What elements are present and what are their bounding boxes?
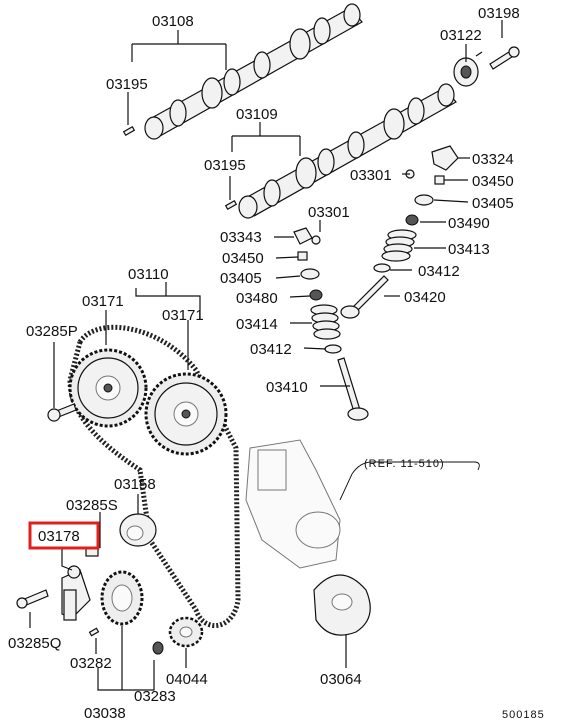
ref-bracket <box>351 461 480 475</box>
label-03420[interactable]: 03420 <box>404 289 446 306</box>
label-03405-a[interactable]: 03405 <box>472 195 514 212</box>
label-03413[interactable]: 03413 <box>448 241 490 258</box>
rocker-03324[interactable] <box>431 145 459 171</box>
label-03171-b[interactable]: 03171 <box>162 307 204 324</box>
label-03324[interactable]: 03324 <box>472 151 514 168</box>
timing-belt-03110[interactable] <box>67 324 241 628</box>
sprocket-03171-a[interactable] <box>68 348 148 428</box>
collet-03490[interactable] <box>405 214 419 226</box>
figure-number: 500185 <box>502 709 545 721</box>
nut-03450-b[interactable] <box>297 251 308 261</box>
label-03405-b[interactable]: 03405 <box>220 270 262 287</box>
rocker-03343[interactable] <box>293 227 313 245</box>
label-03285p[interactable]: 03285P <box>26 323 78 340</box>
pin-03195-a[interactable] <box>122 125 136 137</box>
engine-ref-ghost <box>245 439 341 569</box>
valve-03410[interactable] <box>337 357 369 421</box>
sprocket-03171-b[interactable] <box>144 372 228 456</box>
label-03480[interactable]: 03480 <box>236 290 278 307</box>
label-03198[interactable]: 03198 <box>478 5 520 22</box>
label-03178[interactable]: 03178 <box>38 528 80 545</box>
label-03109[interactable]: 03109 <box>236 106 278 123</box>
label-03038[interactable]: 03038 <box>84 705 126 722</box>
camshaft-03109[interactable] <box>238 83 457 219</box>
tensioner-03178[interactable] <box>61 565 91 621</box>
label-03283[interactable]: 03283 <box>134 688 176 705</box>
bolt-03198[interactable] <box>489 46 520 70</box>
label-03450-a[interactable]: 03450 <box>472 173 514 190</box>
idler-03158[interactable] <box>119 513 157 547</box>
label-03301-a[interactable]: 03301 <box>350 167 392 184</box>
label-03110[interactable]: 03110 <box>128 266 169 283</box>
valve-03420[interactable] <box>340 275 389 319</box>
label-ref[interactable]: (REF. 11-510) <box>364 458 445 470</box>
label-03195-a[interactable]: 03195 <box>106 76 148 93</box>
spring-03413[interactable] <box>381 229 417 262</box>
highlight-box <box>28 521 100 550</box>
label-03412-a[interactable]: 03412 <box>418 263 460 280</box>
label-03450-b[interactable]: 03450 <box>222 250 264 267</box>
ref-arrow <box>339 473 353 501</box>
label-03171-a[interactable]: 03171 <box>82 293 124 310</box>
label-03414[interactable]: 03414 <box>236 316 278 333</box>
pin-03195-b[interactable] <box>224 199 238 211</box>
plate-03064[interactable] <box>313 574 371 636</box>
crank-sprocket-03038[interactable] <box>100 570 144 626</box>
washer-03283[interactable] <box>152 641 164 655</box>
bolt-03285q[interactable] <box>16 589 49 609</box>
part-labels: 03108 03198 03122 03195 03109 03195 0332… <box>8 5 545 722</box>
key-03282[interactable] <box>88 627 100 637</box>
nut-03450-a[interactable] <box>434 175 445 185</box>
label-03282[interactable]: 03282 <box>70 655 112 672</box>
washer-03405-a[interactable] <box>414 194 434 206</box>
seat-03412-a[interactable] <box>373 263 391 273</box>
camshaft-03108[interactable] <box>144 3 363 140</box>
label-03195-b[interactable]: 03195 <box>204 157 246 174</box>
label-03064[interactable]: 03064 <box>320 671 362 688</box>
label-03490[interactable]: 03490 <box>448 215 490 232</box>
sprocket-04044[interactable] <box>168 616 204 648</box>
label-03285q[interactable]: 03285Q <box>8 635 61 652</box>
label-03122[interactable]: 03122 <box>440 27 482 44</box>
highlight-03178[interactable]: 03178 <box>28 521 100 550</box>
leader-lines <box>29 20 503 691</box>
label-03158[interactable]: 03158 <box>114 476 156 493</box>
label-03301-b[interactable]: 03301 <box>308 204 350 221</box>
cam-cap-03122[interactable] <box>453 57 479 87</box>
collet-03480[interactable] <box>309 289 323 301</box>
label-03410[interactable]: 03410 <box>266 379 308 396</box>
seat-03412-b[interactable] <box>324 344 342 354</box>
adjuster-03301-b[interactable] <box>311 235 321 245</box>
bolt-03285p[interactable] <box>47 403 77 422</box>
label-03343[interactable]: 03343 <box>220 229 262 246</box>
label-03285s[interactable]: 03285S <box>66 497 118 514</box>
spring-03414[interactable] <box>310 304 341 340</box>
label-03412-b[interactable]: 03412 <box>250 341 292 358</box>
washer-03405-b[interactable] <box>300 268 320 280</box>
label-04044[interactable]: 04044 <box>166 671 208 688</box>
label-03108[interactable]: 03108 <box>152 13 194 30</box>
